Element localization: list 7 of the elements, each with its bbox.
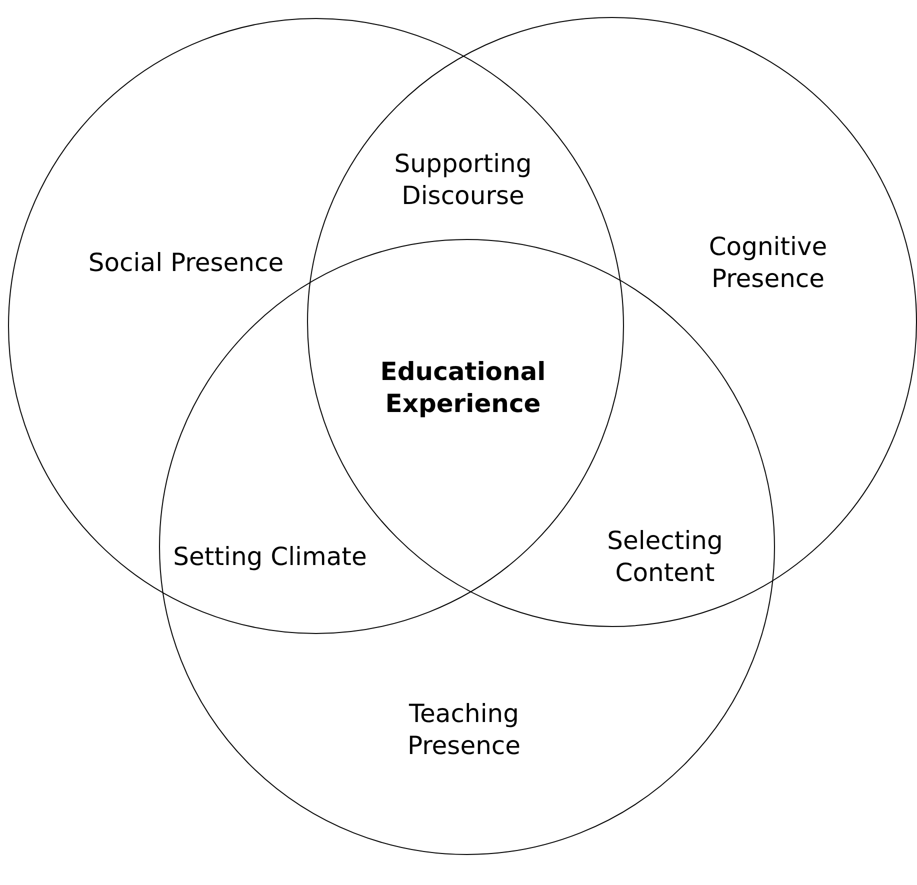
overlap-label: Setting Climate — [172, 541, 368, 573]
center-label: Educational Experience — [379, 356, 547, 420]
circle-label: Cognitive Presence — [708, 231, 828, 295]
overlap-label: Selecting Content — [606, 525, 724, 589]
circle-label: Social Presence — [87, 247, 285, 279]
overlap-label: Supporting Discourse — [393, 148, 533, 212]
circle-label: Teaching Presence — [406, 698, 522, 762]
